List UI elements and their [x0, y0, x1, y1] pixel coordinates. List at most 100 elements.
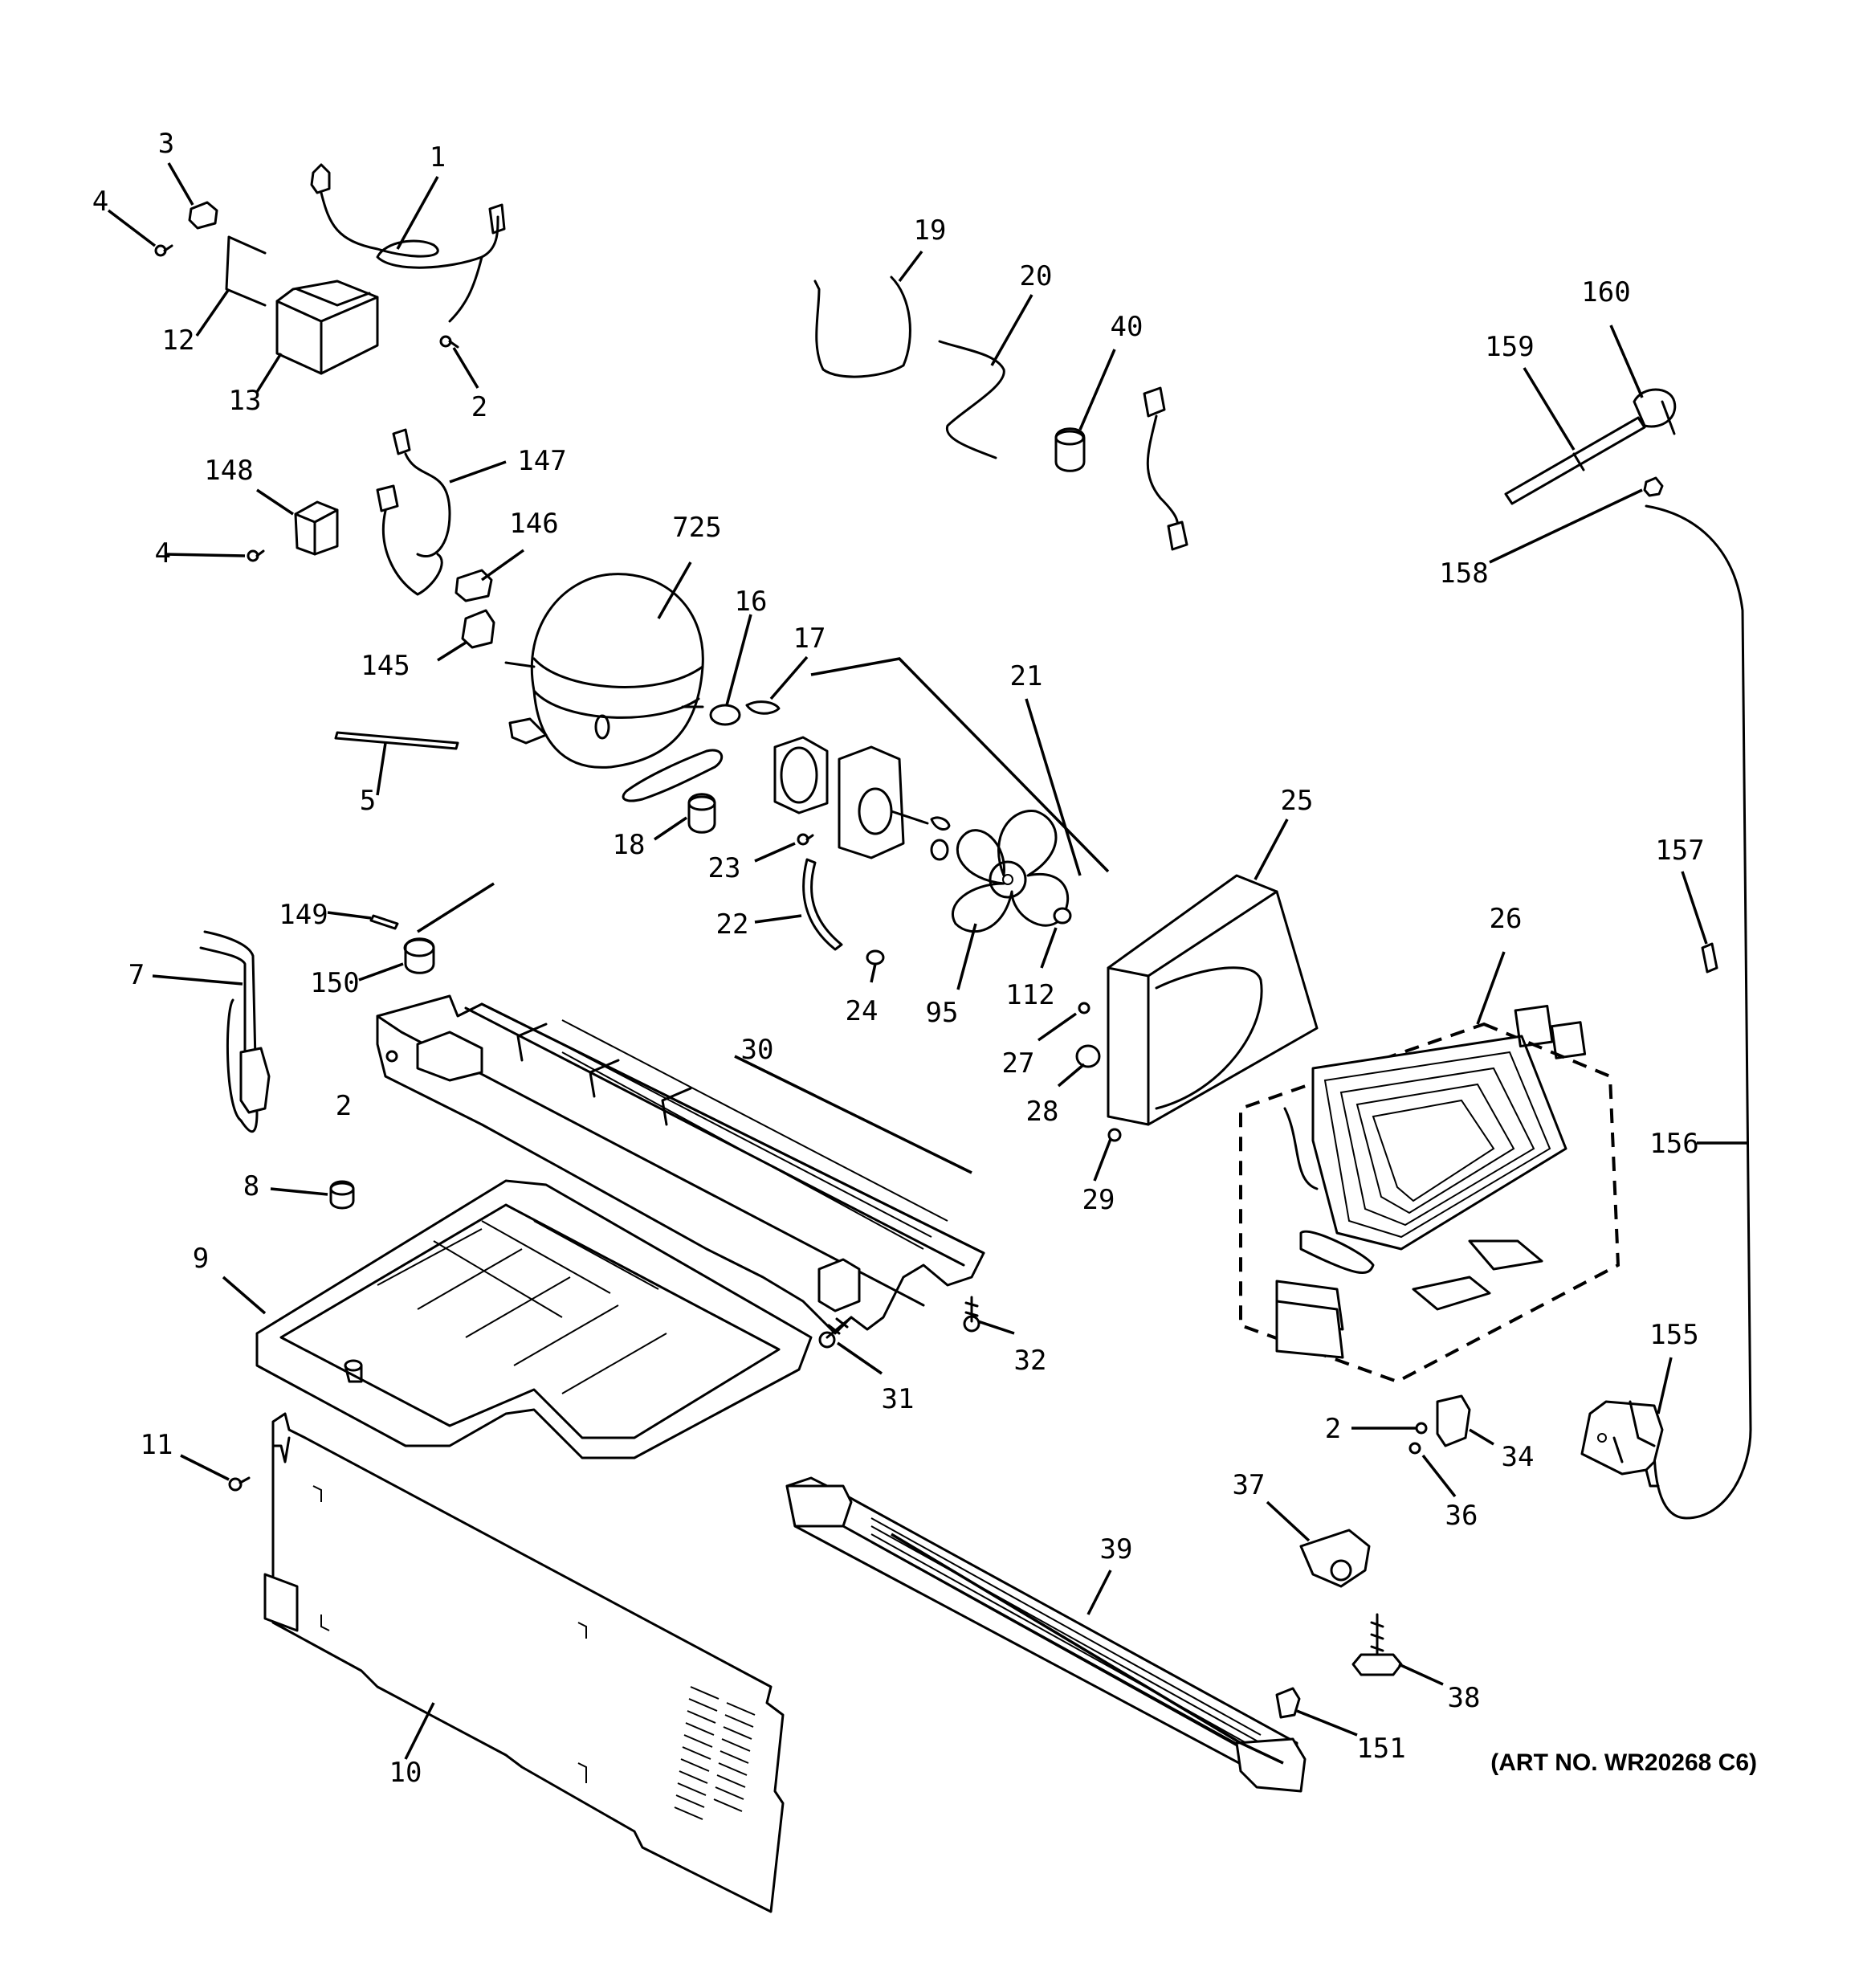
callout-23: 23 — [708, 852, 741, 884]
callout-31: 31 — [882, 1383, 915, 1415]
part-toe-grille-39 — [785, 1476, 1307, 1793]
part-drain-pan-9 — [255, 1179, 813, 1459]
callout-22: 22 — [716, 908, 749, 941]
callout-4: 4 — [92, 186, 108, 218]
part-tube-19 — [813, 276, 911, 378]
callout-12: 12 — [162, 325, 195, 357]
callout-150: 150 — [310, 967, 359, 999]
part-nut-24 — [866, 949, 885, 965]
callout-5: 5 — [360, 785, 376, 817]
callout-30: 30 — [741, 1034, 774, 1066]
part-shroud-25 — [1107, 874, 1319, 1126]
callout-16: 16 — [735, 586, 768, 618]
callout-147: 147 — [517, 445, 566, 477]
callout-25: 25 — [1281, 785, 1314, 817]
part-grommet-16 — [709, 704, 741, 726]
callout-20: 20 — [1020, 260, 1053, 292]
part-screw-36 — [1408, 1442, 1421, 1455]
callout-158: 158 — [1439, 557, 1488, 590]
part-connector-145 — [461, 609, 495, 649]
callout-26: 26 — [1490, 903, 1523, 935]
callout-148: 148 — [204, 455, 253, 487]
part-compressor-725 — [504, 573, 724, 802]
callout-34: 34 — [1502, 1441, 1535, 1473]
callout-19: 19 — [914, 214, 947, 247]
part-fill-tube-159 — [1504, 416, 1646, 505]
callout-9: 9 — [193, 1243, 209, 1275]
part-clip-157 — [1701, 942, 1718, 974]
part-cover-13 — [275, 280, 379, 375]
callout-17: 17 — [793, 623, 826, 655]
callout-2: 2 — [471, 391, 487, 423]
part-clip-17 — [745, 700, 781, 715]
part-capacitor-40 — [1054, 427, 1086, 472]
callout-4: 4 — [155, 537, 171, 569]
part-harness-147 — [376, 428, 451, 596]
part-cap-8 — [329, 1180, 355, 1210]
callout-725: 725 — [672, 512, 721, 544]
callout-156: 156 — [1649, 1128, 1698, 1160]
part-screw-4-mid — [247, 549, 265, 562]
part-fan-motor-21 — [773, 736, 951, 861]
part-screw-32 — [963, 1296, 980, 1333]
callout-21: 21 — [1010, 660, 1043, 692]
callout-2: 2 — [1325, 1413, 1341, 1445]
part-screw-31 — [818, 1316, 853, 1349]
callout-27: 27 — [1002, 1047, 1035, 1080]
part-bracket-12 — [225, 235, 267, 307]
part-screw-4-top — [154, 244, 173, 257]
callout-24: 24 — [846, 995, 879, 1027]
part-evaporator-26 — [1239, 1004, 1620, 1384]
part-grommet-28 — [1075, 1044, 1101, 1068]
part-clip-151 — [1275, 1687, 1301, 1719]
part-access-cover-10 — [263, 1412, 785, 1913]
part-screw-27 — [1078, 1002, 1090, 1014]
part-heater-7 — [199, 930, 271, 1133]
part-screw-29 — [1107, 1128, 1122, 1142]
part-screw-2-top — [439, 335, 459, 349]
callout-159: 159 — [1485, 331, 1534, 363]
part-bracket-22 — [802, 858, 843, 951]
callout-2: 2 — [336, 1090, 352, 1122]
part-leveler-38 — [1351, 1613, 1403, 1676]
callout-11: 11 — [141, 1429, 173, 1461]
part-roller-37 — [1299, 1529, 1371, 1588]
part-screw-2-right — [1415, 1422, 1428, 1435]
callout-13: 13 — [229, 385, 262, 417]
part-water-line-156 — [1645, 504, 1752, 1520]
callout-8: 8 — [243, 1170, 259, 1202]
part-nut-158 — [1643, 476, 1664, 497]
callout-151: 151 — [1356, 1733, 1405, 1765]
callout-145: 145 — [361, 650, 410, 682]
callout-1: 1 — [430, 141, 446, 173]
callout-labels: 1 2 3 4 12 13 148 147 4 146 145 725 16 1… — [92, 128, 1705, 1789]
callout-95: 95 — [926, 997, 959, 1029]
callout-32: 32 — [1014, 1345, 1047, 1377]
part-grommet-18 — [687, 793, 716, 834]
part-nut-112 — [1053, 907, 1072, 925]
part-tube-20 — [938, 340, 1005, 459]
callout-155: 155 — [1649, 1319, 1698, 1351]
part-relay-148 — [294, 500, 339, 556]
part-bushing-149 — [369, 914, 399, 930]
part-bracket-34 — [1436, 1394, 1471, 1447]
callout-10: 10 — [389, 1757, 422, 1789]
callout-146: 146 — [509, 508, 558, 540]
callout-38: 38 — [1448, 1682, 1481, 1714]
callout-39: 39 — [1100, 1533, 1133, 1565]
callout-112: 112 — [1005, 979, 1054, 1011]
part-connector-146 — [455, 569, 493, 602]
callout-40: 40 — [1111, 311, 1143, 343]
callout-37: 37 — [1233, 1469, 1266, 1501]
part-power-cord — [310, 163, 506, 323]
leader-lines — [107, 162, 1749, 1765]
part-clip-3 — [188, 201, 218, 230]
part-screw-2-left — [385, 1050, 398, 1063]
callout-3: 3 — [158, 128, 174, 160]
art-number: (ART NO. WR20268 C6) — [1490, 1749, 1757, 1776]
part-frame-30 — [376, 994, 985, 1335]
part-screw-23 — [797, 833, 814, 846]
callout-149: 149 — [279, 899, 328, 931]
part-harness-40 — [1143, 386, 1188, 551]
